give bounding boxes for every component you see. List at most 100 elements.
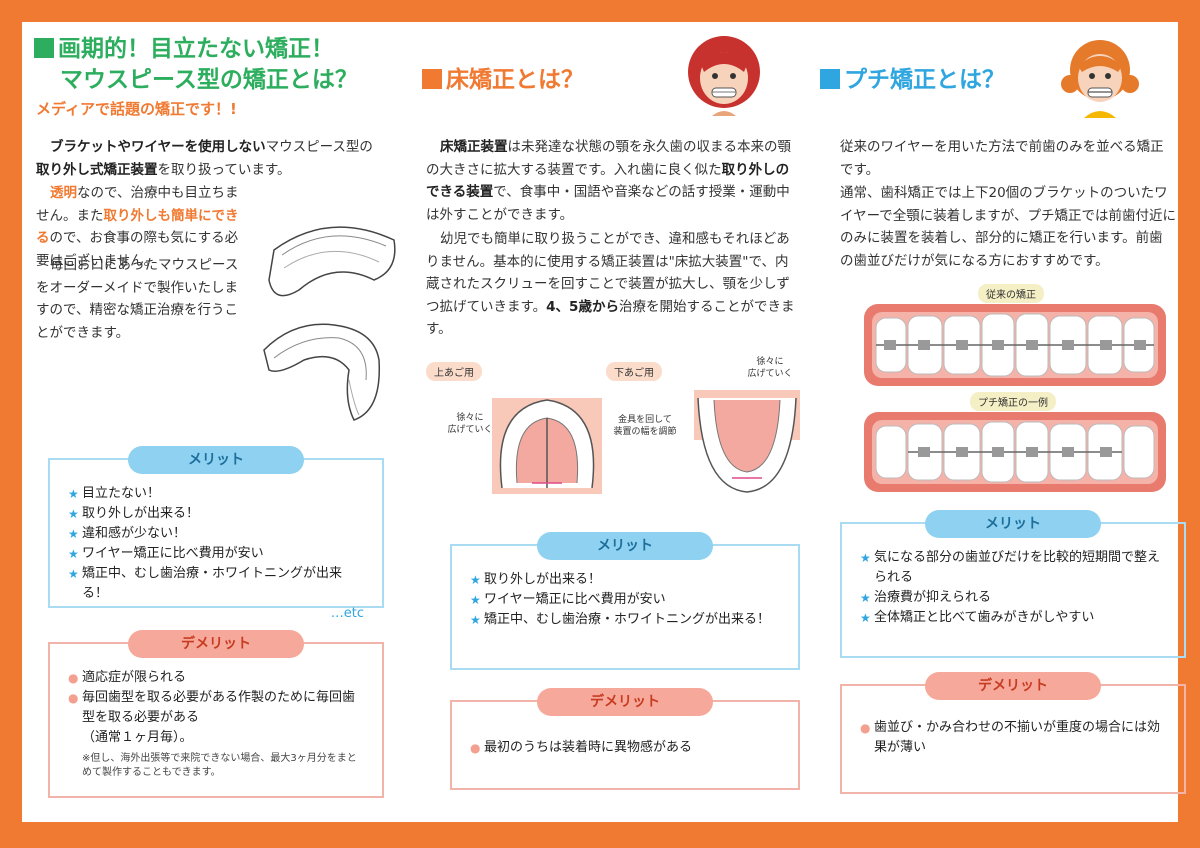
merit-text: 取り外しが出来る！: [484, 572, 602, 587]
column-petit-orthodontics: プチ矯正とは？ 従来のワイヤーを用いた方法で前歯のみを並べる矯正です。 通常、歯…: [812, 22, 1186, 822]
title-line1: 画期的！目立たない矯正！: [58, 36, 334, 62]
merit-text: 違和感が少ない！: [82, 526, 187, 541]
mouthpiece-heading: 画期的！目立たない矯正！ マウスピース型の矯正とは？: [34, 34, 358, 96]
mouthpiece-paragraph-1: ブラケットやワイヤーを使用しないマウスピース型の取り外し式矯正装置を取り扱ってい…: [36, 136, 382, 181]
plate-merit-box: メリット ★取り外しが出来る！ ★ワイヤー矯正に比べ費用が安い ★矯正中、むし歯…: [450, 532, 800, 670]
subtitle: メディアで話題の矯正です！!: [36, 100, 237, 118]
girl-braces-avatar-icon: [1061, 40, 1139, 118]
conventional-tag: 従来の矯正: [978, 284, 1044, 303]
demerit-label: デメリット: [925, 672, 1101, 700]
label-screw: 金具を回して 装置の幅を調節: [613, 415, 677, 437]
text: を取り扱っています。: [157, 161, 291, 178]
dot-icon: ●: [470, 741, 481, 755]
list-item: ●最初のうちは装着時に異物感がある: [470, 738, 780, 758]
demerit-note: ※但し、海外出張等で来院できない場合、最大3ヶ月分をまとめて製作することもできま…: [82, 753, 357, 778]
merit-text: ワイヤー矯正に比べ費用が安い: [484, 592, 666, 607]
demerit-text: 毎回歯型を取る必要がある作製のために毎回歯型を取る必要がある: [82, 690, 356, 725]
petit-demerit-box: デメリット ●歯並び・かみ合わせの不揃いが重度の場合には効果が薄い: [840, 672, 1186, 794]
list-item: ★取り外しが出来る！: [68, 504, 364, 524]
star-icon: ★: [470, 573, 481, 587]
list-item: （通常１ヶ月毎）。: [68, 728, 364, 748]
bold-age: 4、5歳から: [546, 298, 619, 315]
demerit-text: 適応症が限られる: [82, 670, 187, 685]
star-icon: ★: [860, 551, 871, 565]
mouthpiece-aligner-illustration: [263, 226, 396, 421]
text: は未発達な状態の顎を永久歯の収まる本来の顎の大きさに拡大する装置です。入れ歯に良…: [426, 139, 791, 178]
list-item: ★全体矯正と比べて歯みがきがしやすい: [860, 608, 1166, 628]
mouthpiece-demerit-box: デメリット ●適応症が限られる ●毎回歯型を取る必要がある作製のために毎回歯型を…: [48, 630, 384, 798]
girl-avatar-icon: [688, 36, 760, 116]
plate-paragraph-1: 床矯正装置は未発達な状態の顎を永久歯の収まる本来の顎の大きさに拡大する装置です。…: [426, 136, 796, 226]
square-bullet-icon: [422, 69, 442, 89]
list-item: ●歯並び・かみ合わせの不揃いが重度の場合には効果が薄い: [860, 718, 1166, 758]
list-item: ★治療費が抑えられる: [860, 588, 1166, 608]
bold-plate-device: 床矯正装置: [440, 139, 508, 155]
merit-text: 気になる部分の歯並びだけを比較的短期間で整えられる: [874, 550, 1161, 585]
lower-jaw-illustration: [694, 390, 800, 493]
dot-icon: ●: [68, 691, 79, 705]
text: 治療を開始することができます。: [426, 298, 795, 338]
merit-text: 目立たない！: [82, 486, 161, 501]
dot-icon: ●: [68, 671, 79, 685]
brochure-sheet: 画期的！目立たない矯正！ マウスピース型の矯正とは？ メディアで話題の矯正です！…: [22, 22, 1186, 822]
list-item: ★矯正中、むし歯治療・ホワイトニングが出来る！: [470, 610, 780, 630]
plate-heading: 床矯正とは？: [422, 60, 584, 94]
text: マウスピース型の: [265, 139, 373, 155]
square-bullet-icon: [820, 69, 840, 89]
merit-label: メリット: [925, 510, 1101, 538]
list-item: ★気になる部分の歯並びだけを比較的短期間で整えられる: [860, 548, 1166, 588]
upper-jaw-illustration: [492, 398, 602, 494]
petit-title: プチ矯正とは？: [844, 67, 1005, 93]
label-widen-left: 徐々に 広げていく: [447, 413, 493, 435]
mouthpiece-merit-box: メリット ★目立たない！ ★取り外しが出来る！ ★違和感が少ない！ ★ワイヤー矯…: [48, 446, 384, 621]
text: 幼児でも簡単に取り扱うことができ、違和感もそれほどありません。基本的に使用する矯…: [426, 231, 790, 315]
plate-demerit-box: デメリット ●最初のうちは装着時に異物感がある: [450, 688, 800, 790]
lower-jaw-tag: 下あご用: [606, 362, 662, 381]
bold-removable: 取り外し式矯正装置: [36, 161, 158, 178]
petit-tag: プチ矯正の一例: [970, 392, 1056, 411]
text: で、食事中・国語や音楽などの話す授業・運動中は外すことができます。: [426, 184, 790, 223]
demerit-text: （通常１ヶ月毎）。: [82, 730, 193, 745]
merit-text: 全体矯正と比べて歯みがきがしやすい: [874, 610, 1095, 625]
list-item: ●適応症が限られる: [68, 668, 364, 688]
merit-label: メリット: [537, 532, 713, 560]
demerit-label: デメリット: [128, 630, 304, 658]
conventional-braces-illustration: [864, 304, 1166, 386]
merit-text: ワイヤー矯正に比べ費用が安い: [82, 546, 264, 561]
demerit-label: デメリット: [537, 688, 713, 716]
merit-etc: …etc: [330, 606, 364, 621]
column-mouthpiece: 画期的！目立たない矯正！ マウスピース型の矯正とは？ メディアで話題の矯正です！…: [22, 22, 407, 822]
list-item: ★目立たない！: [68, 484, 364, 504]
highlight-easy-removal: 取り外しも簡単にできる: [36, 207, 239, 247]
label-widen-right: 徐々に 広げていく: [747, 357, 793, 379]
mouthpiece-paragraph-3: 毎回お口にあったマウスピースをオーダーメイドで製作いたしますので、精密な矯正治療…: [36, 257, 239, 341]
list-item: ★違和感が少ない！: [68, 524, 364, 544]
petit-braces-illustration: [864, 412, 1166, 492]
list-item: ★ワイヤー矯正に比べ費用が安い: [68, 544, 364, 564]
dot-icon: ●: [860, 721, 871, 735]
square-bullet-icon: [34, 38, 54, 58]
star-icon: ★: [470, 613, 481, 627]
bold-no-brackets: ブラケットやワイヤーを使用しない: [50, 139, 266, 155]
list-item: ★ワイヤー矯正に比べ費用が安い: [470, 590, 780, 610]
star-icon: ★: [470, 593, 481, 607]
star-icon: ★: [68, 487, 79, 501]
star-icon: ★: [68, 567, 79, 581]
star-icon: ★: [68, 527, 79, 541]
star-icon: ★: [68, 507, 79, 521]
list-item: ●毎回歯型を取る必要がある作製のために毎回歯型を取る必要がある: [68, 688, 364, 728]
list-item: ★取り外しが出来る！: [470, 570, 780, 590]
petit-merit-box: メリット ★気になる部分の歯並びだけを比較的短期間で整えられる ★治療費が抑えら…: [840, 510, 1186, 658]
mouthpiece-paragraph-2: 透明なので、治療中も目立ちません。また取り外しも簡単にできるので、お食事の際も気…: [36, 182, 251, 272]
upper-jaw-tag: 上あご用: [426, 362, 482, 381]
merit-text: 治療費が抑えられる: [874, 590, 992, 605]
star-icon: ★: [860, 611, 871, 625]
petit-heading: プチ矯正とは？: [820, 60, 1005, 94]
petit-paragraph-1: 従来のワイヤーを用いた方法で前歯のみを並べる矯正です。: [840, 139, 1164, 178]
highlight-transparent: 透明: [50, 185, 77, 201]
merit-text: 矯正中、むし歯治療・ホワイトニングが出来る！: [82, 566, 343, 601]
star-icon: ★: [860, 591, 871, 605]
bold-removable-device: 取り外しのできる装置: [426, 161, 790, 201]
column-plate-orthodontics: 床矯正とは？ 床矯正装置は未発達な状態の顎を永久歯の収まる本来の顎の大きさに拡大…: [422, 22, 802, 822]
star-icon: ★: [68, 547, 79, 561]
